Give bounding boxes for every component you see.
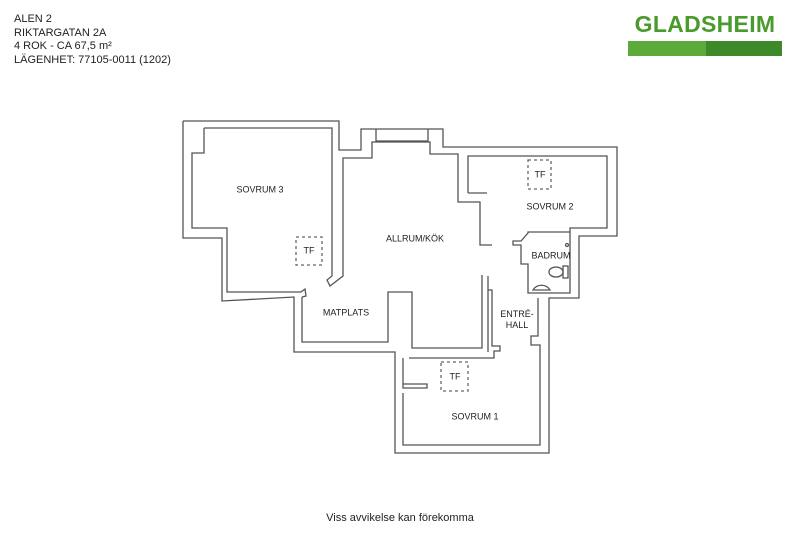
tf-label-sovrum2: TF: [534, 169, 546, 180]
toilet-icon: [548, 266, 564, 278]
room-label-sovrum2: SOVRUM 2: [526, 201, 574, 212]
tf-box-sovrum3: [295, 236, 323, 266]
entre-wall-2: [409, 289, 501, 359]
info-apartment-number: LÄGENHET: 77105-0011 (1202): [14, 53, 171, 66]
apartment-info: ALEN 2 RIKTARGATAN 2A 4 ROK - CA 67,5 m²…: [14, 13, 171, 67]
tf-label-sovrum3: TF: [303, 245, 315, 256]
tap-icon: [564, 242, 570, 248]
room-label-badrum: BADRUM: [531, 250, 571, 261]
sovrum1-wall: [402, 358, 428, 389]
room-label-sovrum1: SOVRUM 1: [451, 411, 499, 422]
tf-box-sovrum2: [527, 159, 552, 190]
room-label-allrum-kok: ALLRUM/KÖK: [385, 233, 445, 244]
room-label-matplats: MATPLATS: [322, 307, 370, 318]
gladsheim-logo: GLADSHEIM: [628, 11, 782, 56]
info-address: RIKTARGATAN 2A: [14, 26, 107, 39]
toilet-tank-icon: [562, 265, 569, 279]
shower-icon: [531, 284, 552, 291]
logo-text: GLADSHEIM: [634, 11, 776, 37]
info-area: ALEN 2: [14, 13, 52, 25]
info-size: 4 ROK - CA 67,5 m²: [14, 40, 112, 52]
disclaimer: Viss avvikelse kan förekomma: [326, 512, 474, 524]
tf-label-sovrum1: TF: [449, 371, 461, 382]
sovrum1-outline: [402, 298, 541, 446]
window: [375, 129, 429, 142]
tf-box-sovrum1: [440, 361, 469, 392]
matplats-wall: [301, 275, 483, 349]
room-label-sovrum3: SOVRUM 3: [236, 184, 284, 195]
sovrum2-wall: [467, 155, 608, 294]
sovrum3-wall: [204, 127, 492, 287]
logo-bar: [628, 41, 782, 56]
sovrum3-left-wall: [191, 128, 307, 298]
outer-wall: [182, 120, 618, 454]
room-label-entre-hall: ENTRÉ- HALL: [500, 309, 534, 330]
